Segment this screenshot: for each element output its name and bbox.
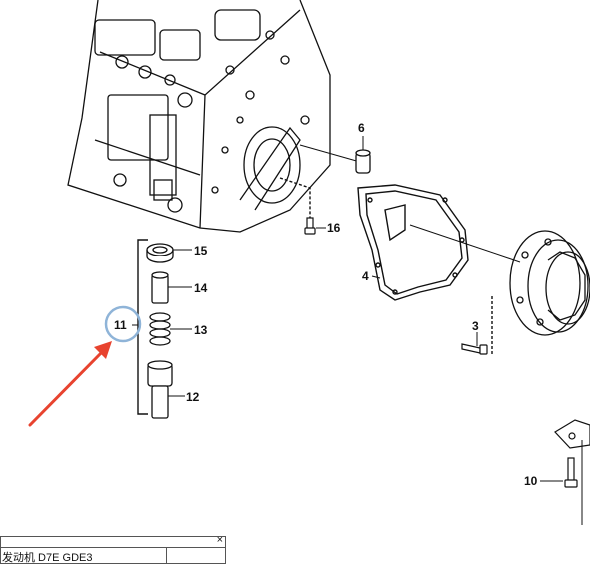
callout-6: 6 — [358, 121, 365, 135]
cell-divider — [166, 548, 167, 564]
part-15-seal-ring — [146, 243, 174, 263]
callout-16: 16 — [327, 221, 341, 235]
part-13-spring — [149, 312, 171, 346]
part-12-piston — [147, 360, 173, 419]
part-3-bolt — [461, 343, 488, 355]
engine-block — [67, 0, 331, 233]
part-4-gasket — [357, 184, 469, 301]
callout-4: 4 — [362, 269, 369, 283]
callout-3: 3 — [472, 319, 479, 333]
highlight-circle — [104, 305, 142, 343]
red-arrow — [28, 341, 112, 427]
callout-11: 11 — [114, 318, 127, 332]
close-icon[interactable]: × — [216, 534, 223, 546]
info-panel: × 发动机 D7E GDE3 — [0, 534, 226, 564]
callout-14: 14 — [194, 281, 208, 295]
part-10-bracket-bolt — [554, 419, 590, 488]
info-panel-row: 发动机 D7E GDE3 — [1, 548, 225, 564]
callout-15: 15 — [194, 244, 208, 258]
flange-gear-housing — [509, 230, 590, 336]
part-16-bolt — [304, 217, 316, 235]
part-14-sleeve — [151, 271, 169, 304]
callout-13: 13 — [194, 323, 208, 337]
callout-10: 10 — [524, 474, 538, 488]
part-6-sleeve — [355, 149, 371, 174]
info-panel-titlebar: × — [1, 534, 225, 548]
callout-12: 12 — [186, 390, 200, 404]
engine-model-label: 发动机 D7E GDE3 — [2, 552, 93, 564]
